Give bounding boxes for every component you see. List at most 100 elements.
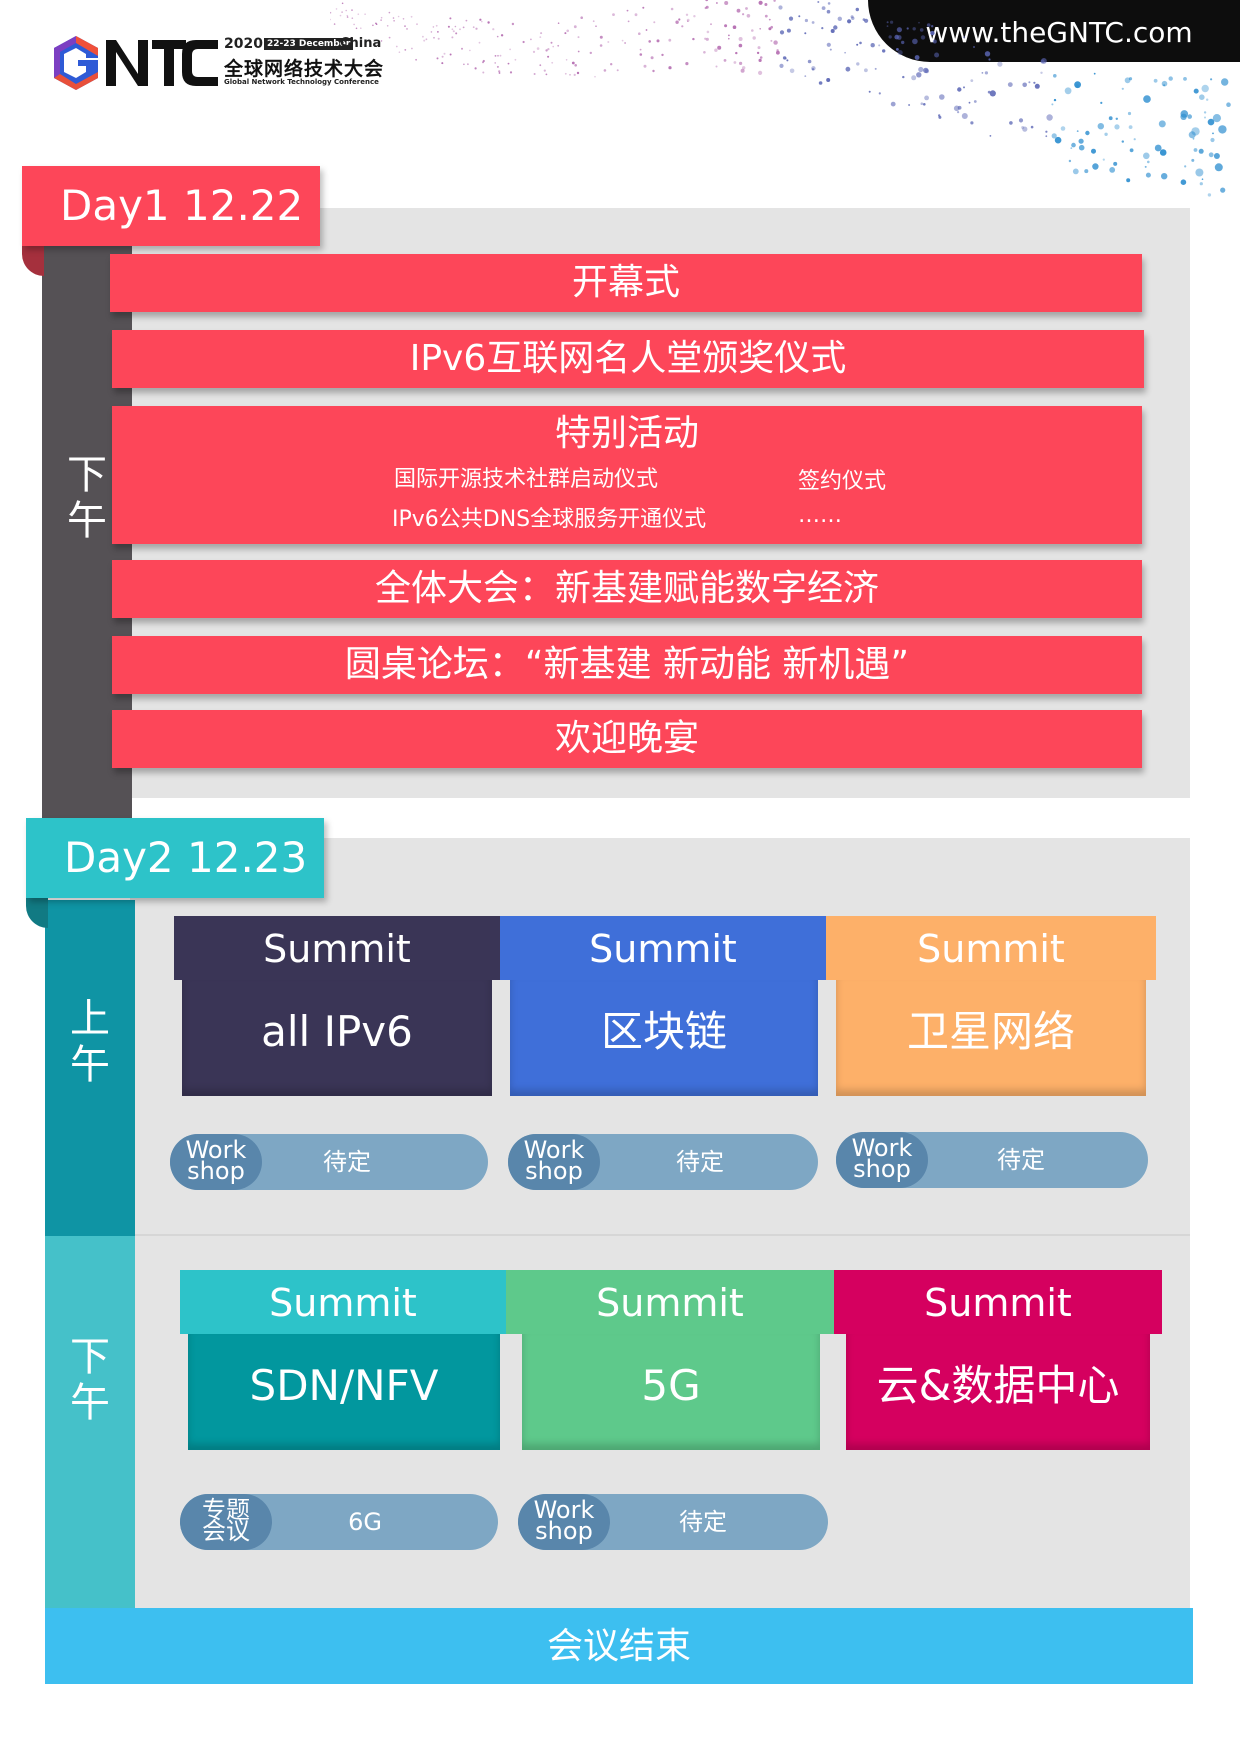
agenda-title: 全体大会：新基建赋能数字经济	[374, 568, 879, 609]
agenda-ipv6-hall-of-fame: IPv6互联网名人堂颁奖仪式	[112, 330, 1144, 388]
decor-dot	[1210, 137, 1215, 143]
summit-name: SDN/NFV	[249, 1361, 439, 1410]
decor-dot	[833, 25, 838, 30]
decor-dot	[920, 35, 926, 40]
logo-name-en: Global Network Technology Conference	[224, 78, 379, 86]
decor-dot	[742, 13, 745, 16]
agenda-title: 特别活动	[554, 413, 699, 454]
decor-dot	[1072, 168, 1079, 175]
decor-dot	[648, 40, 651, 43]
decor-dot	[864, 68, 868, 73]
decor-dot	[375, 22, 377, 25]
decor-dot	[1054, 136, 1062, 144]
decor-dot	[437, 31, 439, 33]
decor-dot	[1133, 138, 1136, 141]
decor-dot	[736, 8, 741, 13]
decor-dot	[437, 37, 440, 40]
decor-dot	[1218, 125, 1227, 134]
summit-satellite-network[interactable]: 卫星网络	[836, 980, 1146, 1096]
workshop-tag-line1: Work	[523, 1136, 585, 1164]
decor-dot	[1051, 133, 1057, 139]
website-url[interactable]: www.theGNTC.com	[868, 0, 1240, 62]
day2-afternoon-period-label: 下午	[45, 1334, 135, 1426]
summit-head-text: Summit	[589, 927, 737, 971]
special-sub-ellipsis: ……	[798, 503, 842, 528]
decor-dot	[639, 48, 642, 51]
decor-dot	[776, 50, 780, 55]
decor-dot	[989, 90, 996, 97]
decor-dot	[564, 72, 567, 75]
decor-dot	[704, 6, 707, 10]
decor-dot	[496, 35, 499, 38]
decor-dot	[404, 25, 406, 27]
decor-dot	[850, 15, 854, 19]
summit-head-5g: Summit	[506, 1270, 834, 1334]
decor-dot	[1021, 126, 1025, 129]
decor-dot	[1159, 149, 1167, 156]
day2-morning-period-text: 上午	[70, 996, 110, 1088]
decor-dot	[912, 38, 918, 45]
decor-dot	[1022, 82, 1027, 88]
decor-dot	[778, 5, 783, 10]
decor-dot	[589, 51, 592, 55]
decor-dot	[514, 58, 517, 61]
decor-dot	[1207, 118, 1215, 126]
decor-dot	[961, 113, 968, 119]
decor-dot	[627, 20, 630, 23]
decor-dot	[461, 47, 463, 50]
decor-dot	[1064, 87, 1072, 95]
summit-sdn-nfv[interactable]: SDN/NFV	[188, 1334, 500, 1450]
day2-tab[interactable]: Day2 12.23	[26, 818, 324, 898]
decor-dot	[989, 135, 992, 137]
decor-dot	[878, 44, 881, 47]
decor-dot	[859, 41, 862, 45]
decor-dot	[757, 46, 761, 50]
decor-dot	[1187, 114, 1192, 119]
decor-dot	[1113, 161, 1118, 166]
decor-dot	[1207, 193, 1212, 197]
decor-dot	[441, 62, 444, 65]
summit-5g[interactable]: 5G	[522, 1334, 820, 1450]
decor-dot	[1060, 126, 1066, 131]
decor-dot	[776, 49, 779, 52]
logo-year: 2020	[224, 36, 263, 52]
summit-cloud-datacenter[interactable]: 云&数据中心	[846, 1334, 1150, 1450]
decor-dot	[804, 18, 808, 23]
decor-dot	[475, 27, 478, 30]
summit-all-ipv6[interactable]: all IPv6	[182, 980, 492, 1096]
decor-dot	[339, 14, 342, 17]
decor-dot	[1085, 130, 1090, 136]
decor-dot	[380, 19, 382, 21]
workshop-text: 待定	[323, 1148, 371, 1176]
decor-dot	[415, 58, 417, 61]
decor-dot	[773, 40, 778, 45]
decor-dot	[1045, 135, 1048, 138]
decor-dot	[826, 78, 831, 82]
decor-dot	[728, 34, 730, 37]
decor-dot	[997, 61, 1003, 67]
decor-dot	[687, 20, 689, 23]
decor-dot	[724, 1, 729, 5]
decor-dot	[888, 35, 892, 39]
decor-dot	[592, 20, 595, 23]
decor-dot	[1051, 103, 1054, 106]
decor-dot	[465, 19, 468, 22]
summit-blockchain[interactable]: 区块链	[510, 980, 818, 1096]
decor-dot	[330, 11, 332, 14]
topic-meeting-pill[interactable]: 专题会议 6G	[180, 1494, 498, 1550]
decor-dot	[970, 79, 974, 82]
decor-dot	[1121, 87, 1124, 90]
decor-dot	[547, 48, 550, 51]
decor-dot	[522, 40, 525, 44]
workshop-text: 待定	[679, 1508, 727, 1536]
decor-dot	[685, 13, 689, 16]
day1-tab[interactable]: Day1 12.22	[22, 166, 320, 246]
decor-dot	[845, 66, 851, 72]
